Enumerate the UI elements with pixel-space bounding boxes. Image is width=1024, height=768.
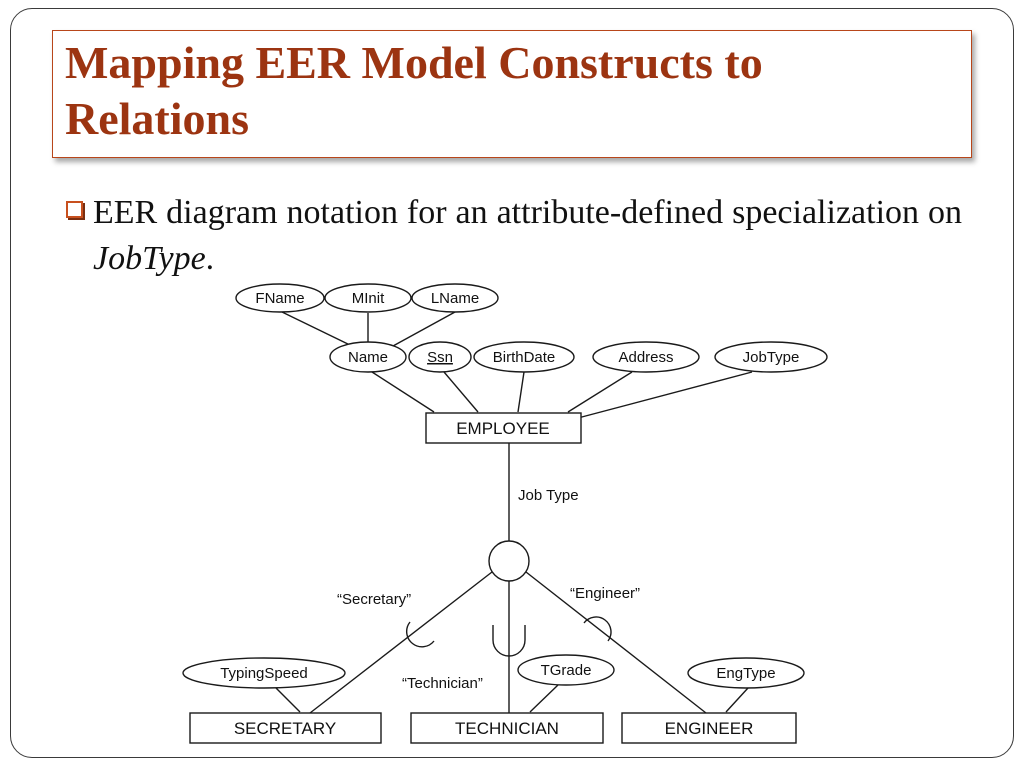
minit-attribute-oval: [324, 283, 412, 313]
birthdate-employee-connector: [517, 371, 525, 413]
secretary-entity-label: SECRETARY: [234, 719, 336, 738]
secretary-specialization-line: [309, 571, 493, 714]
jobtype-employee-connector: [577, 371, 753, 419]
birthdate-attribute-label: BirthDate: [493, 349, 556, 366]
tgrade-attribute-oval: [517, 654, 615, 686]
ssn-employee-connector: [443, 371, 479, 413]
secretary-value-label: “Secretary”: [337, 591, 411, 608]
fname-name-connector: [281, 311, 353, 347]
engineer-entity-box: [621, 712, 797, 744]
employee-entity-label: EMPLOYEE: [456, 419, 550, 438]
tgrade-technician-connector: [529, 684, 559, 713]
address-attribute-label: Address: [618, 349, 673, 366]
typingspeed-attribute-label: TypingSpeed: [220, 665, 308, 682]
engineer-subset-icon: [583, 616, 612, 642]
jobtype-attribute-oval: [714, 341, 828, 373]
bullet-text-end: .: [205, 240, 215, 277]
address-employee-connector: [567, 371, 633, 413]
fname-attribute-oval: [235, 283, 325, 313]
minit-attribute-label: MInit: [352, 290, 385, 307]
employee-entity-box: [425, 412, 582, 444]
name-attribute-oval: [329, 341, 407, 373]
bullet-text-main: EER diagram notation for an attribute-de…: [93, 194, 962, 231]
title-box: Mapping EER Model Constructs to Relation…: [52, 30, 972, 158]
lname-attribute-label: LName: [431, 290, 479, 307]
tgrade-attribute-label: TGrade: [541, 662, 592, 679]
engineer-entity-label: ENGINEER: [665, 719, 754, 738]
typingspeed-secretary-connector: [275, 687, 301, 713]
technician-subset-icon: [492, 625, 526, 657]
technician-entity-label: TECHNICIAN: [455, 719, 559, 738]
name-employee-connector: [371, 371, 435, 413]
slide-title: Mapping EER Model Constructs to Relation…: [65, 37, 763, 144]
typingspeed-attribute-oval: [182, 657, 346, 689]
technician-entity-box: [410, 712, 604, 744]
square-bullet-icon: [66, 201, 83, 218]
bullet-text-emphasis: JobType: [93, 240, 206, 277]
engineer-value-label: “Engineer”: [570, 585, 640, 602]
bullet-text: EER diagram notation for an attribute-de…: [93, 190, 962, 282]
ssn-attribute-label: Ssn: [427, 349, 453, 366]
specialization-circle: [488, 540, 530, 582]
lname-attribute-oval: [411, 283, 499, 313]
ssn-attribute-oval: [408, 341, 472, 373]
technician-value-label: “Technician”: [402, 675, 483, 692]
name-attribute-label: Name: [348, 349, 388, 366]
lname-name-connector: [392, 311, 456, 347]
slide-frame: [10, 8, 1014, 758]
defining-attribute-label: Job Type: [518, 487, 579, 504]
engineer-specialization-line: [525, 571, 707, 714]
secretary-entity-box: [189, 712, 382, 744]
engtype-attribute-oval: [687, 657, 805, 689]
address-attribute-oval: [592, 341, 700, 373]
engtype-attribute-label: EngType: [716, 665, 775, 682]
jobtype-attribute-label: JobType: [743, 349, 800, 366]
secretary-subset-icon: [406, 621, 435, 648]
birthdate-attribute-oval: [473, 341, 575, 373]
engtype-engineer-connector: [725, 687, 749, 713]
fname-attribute-label: FName: [255, 290, 304, 307]
